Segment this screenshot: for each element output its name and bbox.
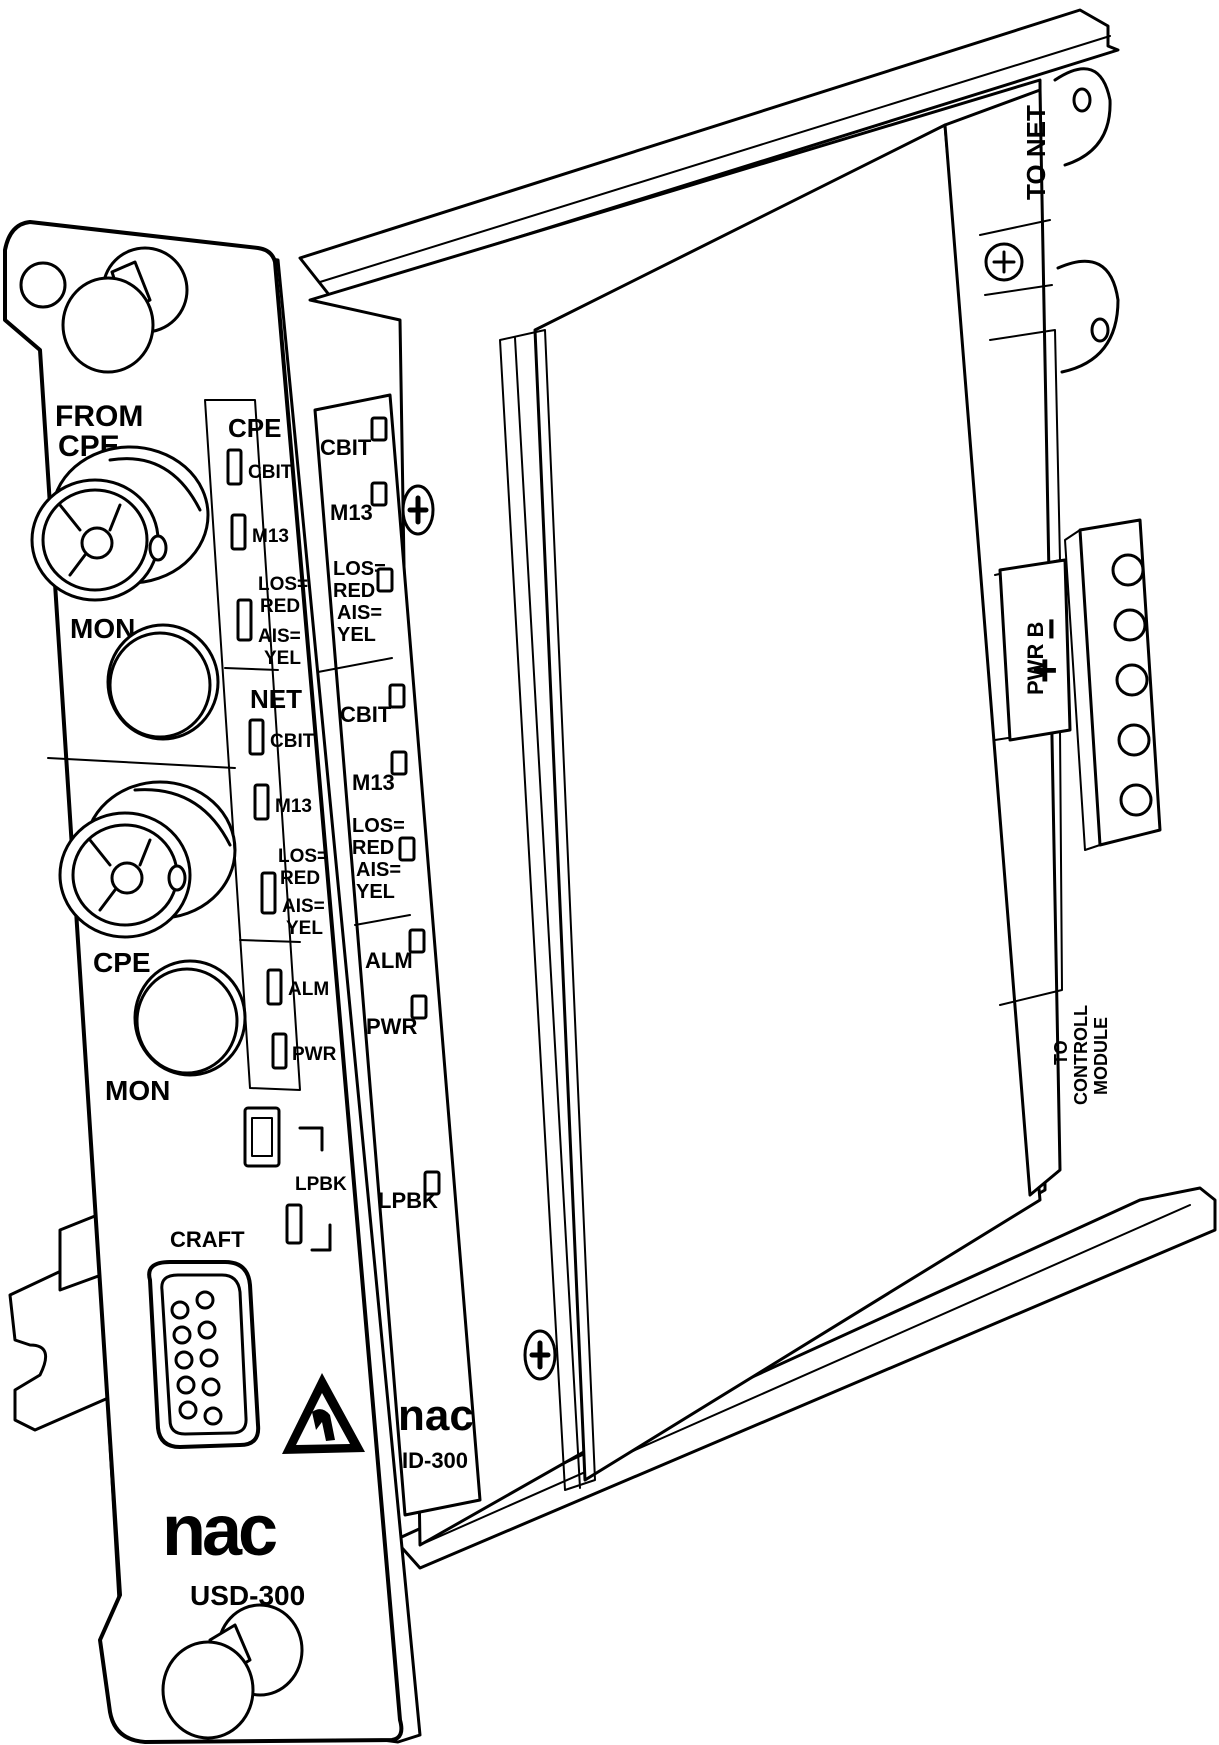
front-cpe-title: CPE — [228, 413, 281, 443]
front-cpe-cbit-led — [226, 448, 243, 486]
to-control-label: TO CONTROLL MODULE — [1051, 1005, 1111, 1105]
front-cpe-los-led — [236, 598, 253, 642]
front-net-m13-label: M13 — [275, 796, 312, 817]
craft-port[interactable] — [147, 1260, 261, 1449]
side-net-los: LOS= — [352, 815, 405, 837]
front-led-group-status: ALM PWR — [266, 968, 337, 1070]
side-cpe-ais: AIS= — [337, 602, 382, 624]
side-cpe-m13-led — [370, 481, 388, 507]
side-cpe-cbit-label: CBIT — [320, 435, 372, 460]
side-pwr-label: PWR — [366, 1014, 417, 1039]
front-net-ais: AIS= — [282, 896, 325, 917]
side-net-ais: AIS= — [356, 859, 401, 881]
side-net-cbit-label: CBIT — [340, 702, 392, 727]
side-led-group-cpe: CBIT M13 LOS= RED AIS= YEL — [320, 416, 394, 646]
lpbk-switch[interactable] — [243, 1106, 303, 1245]
mon-top-label: MON — [70, 613, 135, 644]
board-screw-top — [401, 484, 435, 536]
side-cpe-m13-label: M13 — [330, 500, 373, 525]
side-alm-led — [408, 928, 426, 954]
lpbk-label: LPBK — [295, 1174, 347, 1195]
front-cpe-yel: YEL — [264, 648, 301, 669]
side-cpe-los-led — [376, 567, 394, 593]
pwr-b-label: PWR B — [1023, 622, 1048, 695]
top-thumbscrew — [19, 246, 189, 374]
front-net-red: RED — [280, 868, 320, 889]
side-net-los-led — [398, 836, 416, 862]
to-control-line-3: MODULE — [1091, 1017, 1111, 1095]
led-frame — [204, 399, 301, 1091]
to-control-line-1: TO — [1051, 1040, 1071, 1065]
plus-label: + — [1032, 646, 1058, 695]
side-net-m13-led — [390, 750, 408, 776]
board-screw-bottom — [523, 1329, 557, 1381]
rear-ear-mid — [1056, 259, 1120, 374]
side-pwr-led — [410, 994, 428, 1020]
to-net-label: TO NET — [1021, 105, 1051, 200]
side-net-cbit-led — [388, 683, 406, 709]
front-cpe-m13-label: M13 — [252, 526, 289, 547]
rear-ear-top — [1053, 67, 1112, 167]
front-net-cbit-label: CBIT — [270, 731, 315, 752]
cover-plate — [533, 123, 1042, 1482]
side-alm-label: ALM — [365, 948, 413, 973]
lpbk-bracket — [298, 1126, 332, 1252]
rear-connector-strip — [943, 88, 1062, 1197]
front-brand: nac — [162, 1491, 276, 1571]
side-panel — [313, 393, 482, 1517]
side-lpbk-led — [423, 1170, 441, 1196]
front-cpe-m13-led — [230, 513, 247, 551]
to-control-line-2: CONTROLL — [1071, 1005, 1091, 1105]
side-net-yel: YEL — [356, 881, 395, 903]
bnc-from-cpe — [30, 445, 210, 602]
front-led-group-cpe: CPE CBIT M13 LOS= RED AIS= YEL — [226, 413, 308, 669]
side-model: ID-300 — [402, 1448, 468, 1473]
front-net-yel: YEL — [286, 918, 323, 939]
front-cpe-ais: AIS= — [258, 626, 301, 647]
cpe-lower-label: CPE — [93, 947, 151, 978]
front-cpe-red: RED — [260, 596, 300, 617]
front-alm-led — [266, 968, 283, 1006]
card-guide-bracket — [8, 1253, 117, 1432]
side-cpe-cbit-led — [370, 416, 388, 442]
front-net-m13-led — [253, 783, 270, 821]
front-model: USD-300 — [190, 1580, 305, 1611]
front-pwr-led — [271, 1032, 288, 1070]
side-cpe-yel: YEL — [337, 624, 376, 646]
front-divider — [47, 757, 236, 769]
side-net-red: RED — [352, 837, 394, 859]
front-pwr-label: PWR — [292, 1044, 337, 1065]
terminal-screws — [1111, 553, 1153, 817]
front-net-title: NET — [250, 684, 302, 714]
esd-warning-icon — [282, 1373, 365, 1454]
front-cpe-los: LOS= — [258, 574, 308, 595]
front-net-los-led — [260, 871, 277, 915]
from-label: FROM — [55, 400, 143, 433]
craft-label: CRAFT — [170, 1227, 245, 1252]
front-alm-label: ALM — [288, 979, 329, 1000]
bottom-rail — [393, 1186, 1217, 1570]
side-cpe-los: LOS= — [333, 558, 386, 580]
pwr-b-box — [998, 558, 1072, 742]
side-led-group-net: CBIT M13 LOS= RED AIS= YEL — [340, 683, 416, 903]
side-brand: nac — [398, 1391, 474, 1440]
mon-top-jack — [106, 623, 220, 741]
side-cpe-red: RED — [333, 580, 375, 602]
side-led-group-status: ALM PWR LPBK — [365, 928, 441, 1213]
bottom-thumbscrew — [161, 1603, 304, 1740]
front-led-group-net: NET CBIT M13 LOS= RED AIS= YEL — [248, 684, 328, 939]
mon-bottom-jack — [133, 959, 247, 1077]
front-cpe-cbit-label: CBIT — [248, 462, 293, 483]
side-net-m13-label: M13 — [352, 770, 395, 795]
mon-bottom-label: MON — [105, 1075, 170, 1106]
minus-label: − — [1031, 618, 1073, 640]
craft-pins — [170, 1290, 223, 1426]
front-net-cbit-led — [248, 718, 265, 756]
front-net-los: LOS= — [278, 846, 328, 867]
